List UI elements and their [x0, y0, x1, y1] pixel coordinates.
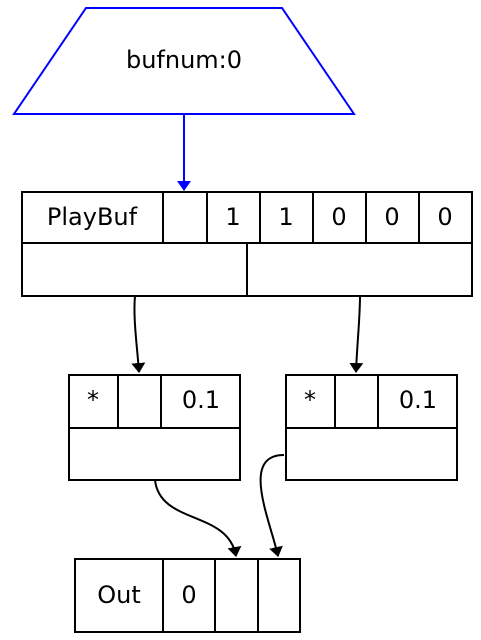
edge-playbuf-out1-to-mul-right — [349, 295, 364, 373]
playbuf-arg: 0 — [437, 203, 452, 231]
input-label: bufnum:0 — [126, 46, 242, 74]
playbuf-name: PlayBuf — [47, 203, 138, 231]
playbuf-arg: 1 — [225, 203, 240, 231]
out-arg: 0 — [181, 581, 196, 609]
mul-left-arg: 0.1 — [182, 386, 220, 414]
mul-right-arg: 0.1 — [399, 386, 437, 414]
playbuf-node: PlayBuf 1 1 0 0 0 — [21, 191, 473, 297]
out-frame — [74, 558, 301, 633]
mul-right-node: * 0.1 — [285, 374, 458, 481]
mul-left-op: * — [87, 386, 99, 414]
edge-playbuf-out0-to-mul-left — [131, 295, 146, 373]
mul-right-op: * — [304, 386, 316, 414]
playbuf-arg: 0 — [331, 203, 346, 231]
out-node: Out 0 — [74, 558, 301, 633]
input-trapezoid-shape — [12, 7, 356, 115]
bufnum-input-node: bufnum:0 — [12, 7, 356, 115]
playbuf-arg: 1 — [278, 203, 293, 231]
playbuf-arg: 0 — [384, 203, 399, 231]
mul-left-node: * 0.1 — [68, 374, 241, 481]
edge-mul-right-to-out — [259, 454, 285, 557]
out-name: Out — [97, 581, 141, 609]
edge-mul-left-to-out — [154, 479, 242, 557]
